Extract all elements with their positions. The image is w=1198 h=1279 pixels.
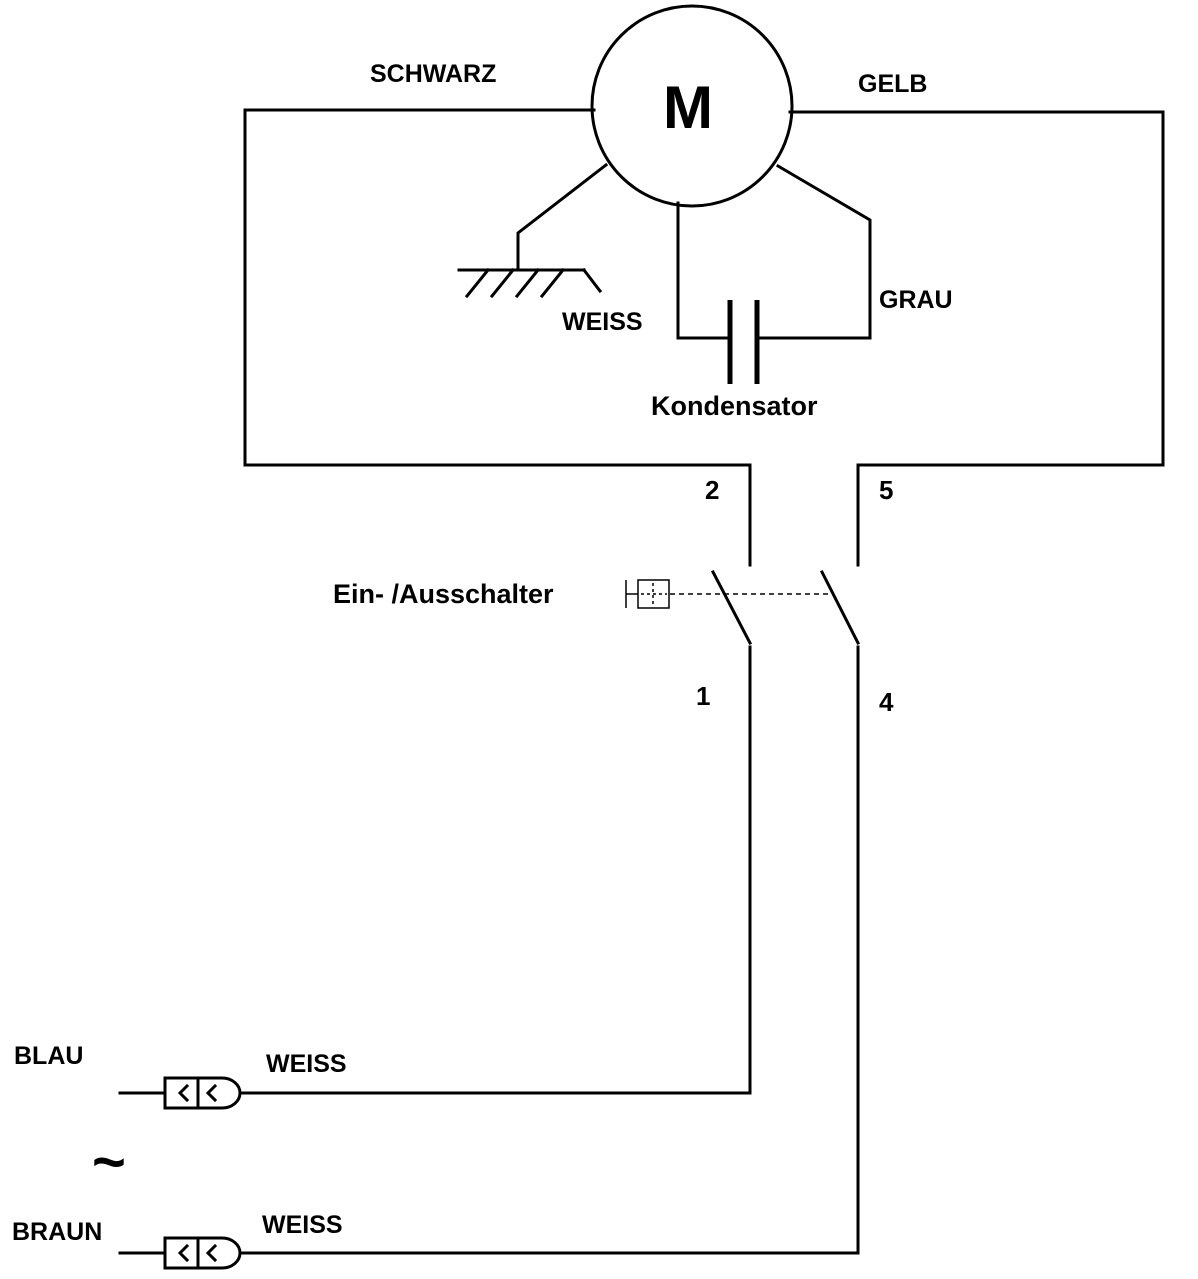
- switch-symbol: [625, 569, 861, 646]
- ac-symbol: ~: [92, 1130, 126, 1195]
- terminal-2: 2: [705, 475, 719, 505]
- wire-ground: [516, 162, 609, 272]
- wire-gelb: [788, 110, 1165, 567]
- ground-symbol: [457, 267, 603, 299]
- label-weiss-top: WEISS: [266, 1050, 347, 1078]
- label-grau: GRAU: [879, 286, 953, 314]
- wire-line-1: [238, 645, 752, 1095]
- wire-schwarz: [243, 108, 752, 567]
- label-switch: Ein- /Ausschalter: [333, 579, 554, 609]
- label-schwarz: SCHWARZ: [370, 60, 496, 88]
- terminal-1: 1: [696, 681, 710, 711]
- label-braun: BRAUN: [12, 1218, 102, 1246]
- capacitor-symbol: [727, 300, 760, 384]
- wire-grau: [756, 163, 872, 340]
- motor-symbol: M: [663, 74, 713, 141]
- plug-top: [118, 1076, 242, 1110]
- terminal-4: 4: [879, 687, 894, 717]
- label-weiss-bottom: WEISS: [262, 1211, 343, 1239]
- wire-line-4: [238, 645, 860, 1255]
- terminal-5: 5: [879, 475, 893, 505]
- label-kondensator: Kondensator: [651, 391, 818, 421]
- label-gelb: GELB: [858, 70, 927, 98]
- wire-capacitor-left: [676, 201, 731, 340]
- motor-circle: [590, 4, 794, 208]
- label-weiss-ground: WEISS: [562, 308, 643, 336]
- label-blau: BLAU: [14, 1042, 83, 1070]
- plug-bottom: [118, 1236, 242, 1270]
